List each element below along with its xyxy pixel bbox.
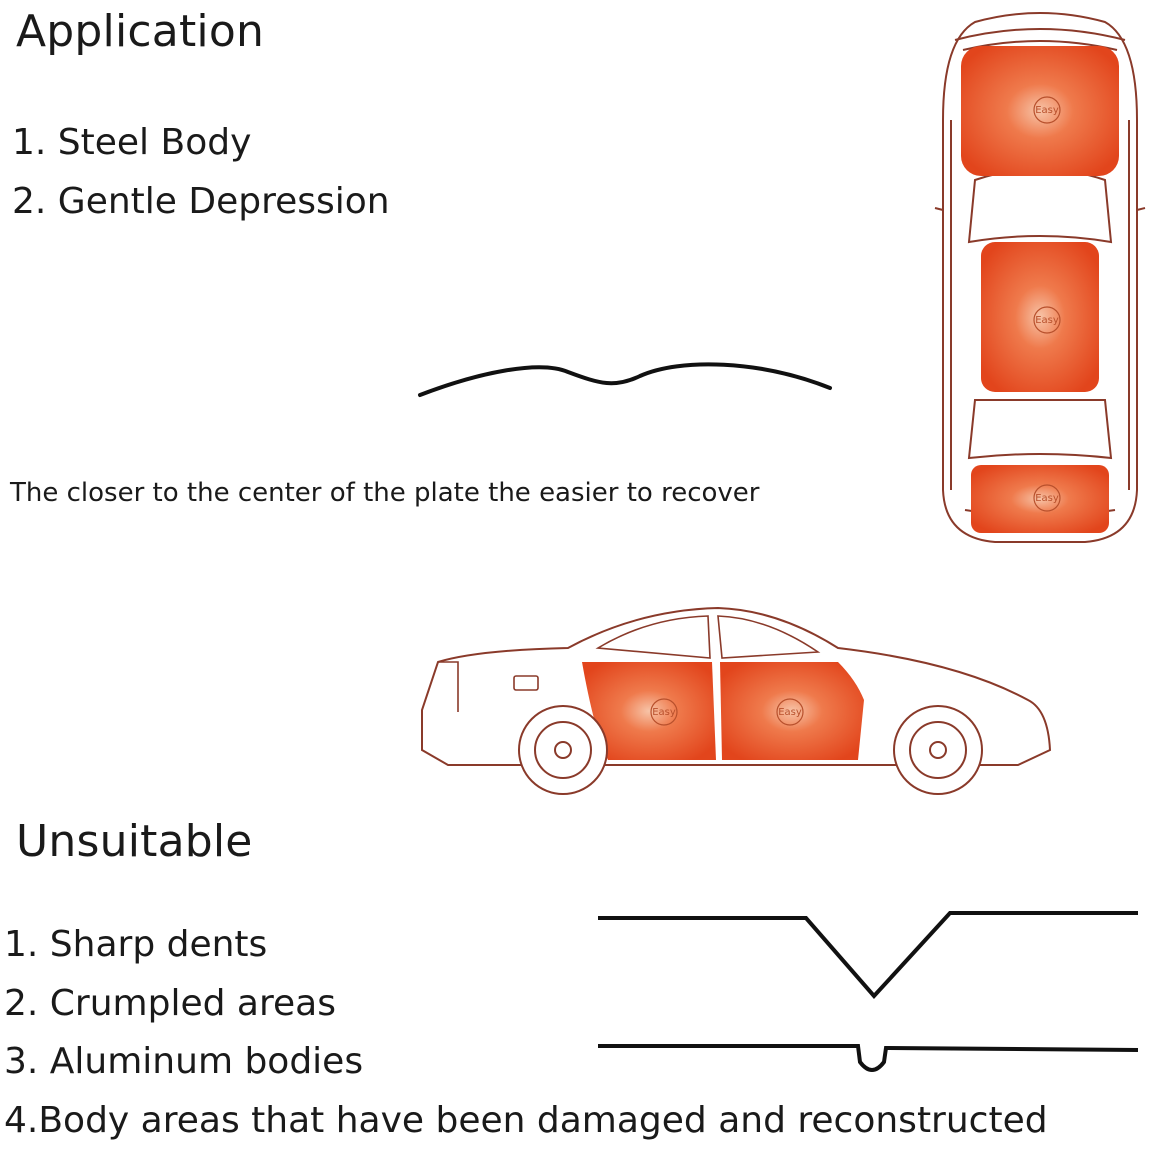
easy-badge-rear-door: Easy bbox=[650, 698, 678, 726]
easy-label: Easy bbox=[1035, 105, 1059, 116]
panel-front-door bbox=[720, 662, 864, 760]
panel-trunk bbox=[971, 465, 1109, 533]
easy-label: Easy bbox=[1035, 493, 1059, 504]
unsuitable-item-3: 3. Aluminum bodies bbox=[4, 1041, 364, 1082]
easy-label: Easy bbox=[1035, 315, 1059, 326]
car-side-view-illustration: Easy Easy bbox=[421, 606, 1052, 795]
easy-label: Easy bbox=[652, 707, 676, 718]
application-item-2: 2. Gentle Depression bbox=[12, 181, 390, 222]
unsuitable-item-1: 1. Sharp dents bbox=[4, 924, 268, 965]
application-item-1: 1. Steel Body bbox=[12, 122, 252, 163]
easy-badge-front-door: Easy bbox=[776, 698, 804, 726]
panel-rear-door bbox=[582, 662, 716, 760]
unsuitable-heading: Unsuitable bbox=[16, 816, 253, 867]
car-top-view-illustration: Easy Easy Easy bbox=[934, 12, 1146, 543]
panel-hood bbox=[961, 46, 1119, 176]
recovery-note: The closer to the center of the plate th… bbox=[10, 478, 760, 508]
unsuitable-item-2: 2. Crumpled areas bbox=[4, 983, 336, 1024]
easy-badge-trunk: Easy bbox=[1033, 484, 1061, 512]
application-heading: Application bbox=[16, 6, 265, 57]
rear-wheel bbox=[518, 705, 608, 795]
easy-badge-roof: Easy bbox=[1033, 306, 1061, 334]
easy-label: Easy bbox=[778, 707, 802, 718]
panel-roof bbox=[981, 242, 1099, 392]
unsuitable-item-4: 4.Body areas that have been damaged and … bbox=[4, 1100, 1048, 1141]
easy-badge-hood: Easy bbox=[1033, 96, 1061, 124]
front-wheel bbox=[893, 705, 983, 795]
